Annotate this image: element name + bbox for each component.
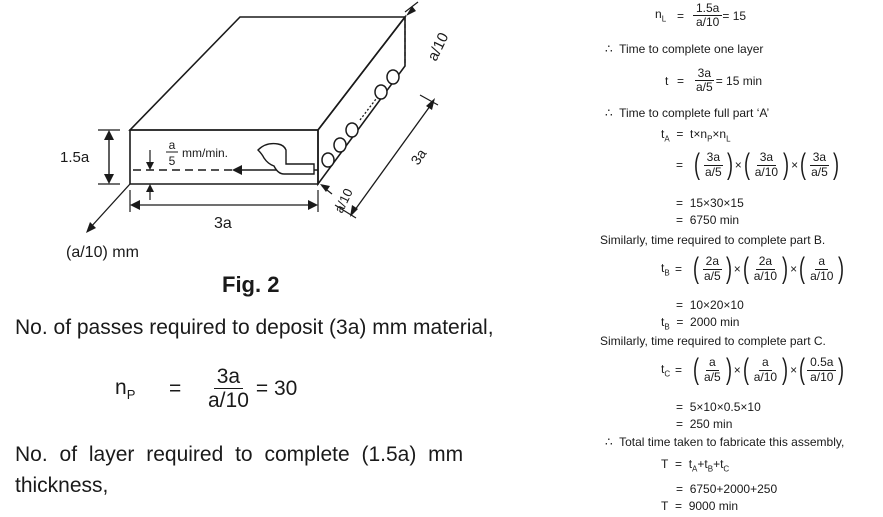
label-feed-num: a — [169, 138, 176, 152]
top-arrow — [406, 6, 416, 16]
np-eq: = — [169, 376, 182, 400]
label-length-bottom: 3a — [214, 215, 232, 232]
depth-dim-line — [351, 101, 434, 215]
tc-line3: = 250 min — [676, 417, 733, 431]
full-part-line: ∴ Time to complete full part ‘A’ — [605, 106, 770, 120]
T-line2: = 6750+2000+250 — [676, 482, 778, 496]
nozzle-icon — [257, 142, 315, 175]
total-line: ∴ Total time taken to fabricate this ass… — [605, 435, 845, 449]
np-lhs: n — [115, 375, 127, 399]
part-c-line: Similarly, time required to complete par… — [600, 334, 826, 348]
layer-thickness-arrow — [89, 183, 131, 229]
np-sub: P — [126, 386, 136, 402]
tb-line3: tB = 2000 min — [661, 315, 740, 332]
passes-text: No. of passes required to deposit (3a) m… — [15, 316, 494, 339]
layers-text-2: thickness, — [15, 474, 109, 497]
ta-def: tA = t×nP×nL — [661, 127, 731, 144]
one-layer-line: ∴ Time to complete one layer — [605, 42, 764, 56]
tb-line2: = 10×20×10 — [676, 298, 744, 312]
label-top-right: a/10 — [424, 30, 452, 64]
ta-line3: = 6750 min — [676, 213, 740, 227]
figure-fig2: a/10 1.5a a 5 mm/min. 3a 3a a/10 (a/10) … — [60, 1, 452, 261]
label-height: 1.5a — [60, 149, 90, 166]
label-layer-thickness: (a/10) mm — [66, 244, 139, 261]
np-num: 3a — [213, 365, 244, 390]
label-feed-den: 5 — [169, 154, 176, 168]
np-equation: nP = 3a a/10 = 30 — [115, 365, 297, 412]
arrow-head-left — [232, 165, 242, 175]
bead-circles — [321, 69, 400, 168]
np-den: a/10 — [208, 389, 249, 413]
np-result: = 30 — [255, 376, 298, 400]
figure-caption: Fig. 2 — [222, 272, 280, 297]
label-feed-unit: mm/min. — [182, 146, 228, 160]
np-fraction: 3a a/10 — [205, 365, 252, 412]
tc-line2: = 5×10×0.5×10 — [676, 400, 761, 414]
ta-line2: = 15×30×15 — [676, 196, 744, 210]
label-length-right: 3a — [407, 146, 429, 168]
bead-dotted-line — [359, 98, 377, 121]
T-def: T = tA+tB+tC — [661, 457, 730, 474]
T-line3: T = 9000 min — [661, 499, 739, 513]
part-b-line: Similarly, time required to complete par… — [600, 233, 826, 247]
layers-text-1: No. of layer required to complete (1.5a)… — [15, 443, 464, 466]
